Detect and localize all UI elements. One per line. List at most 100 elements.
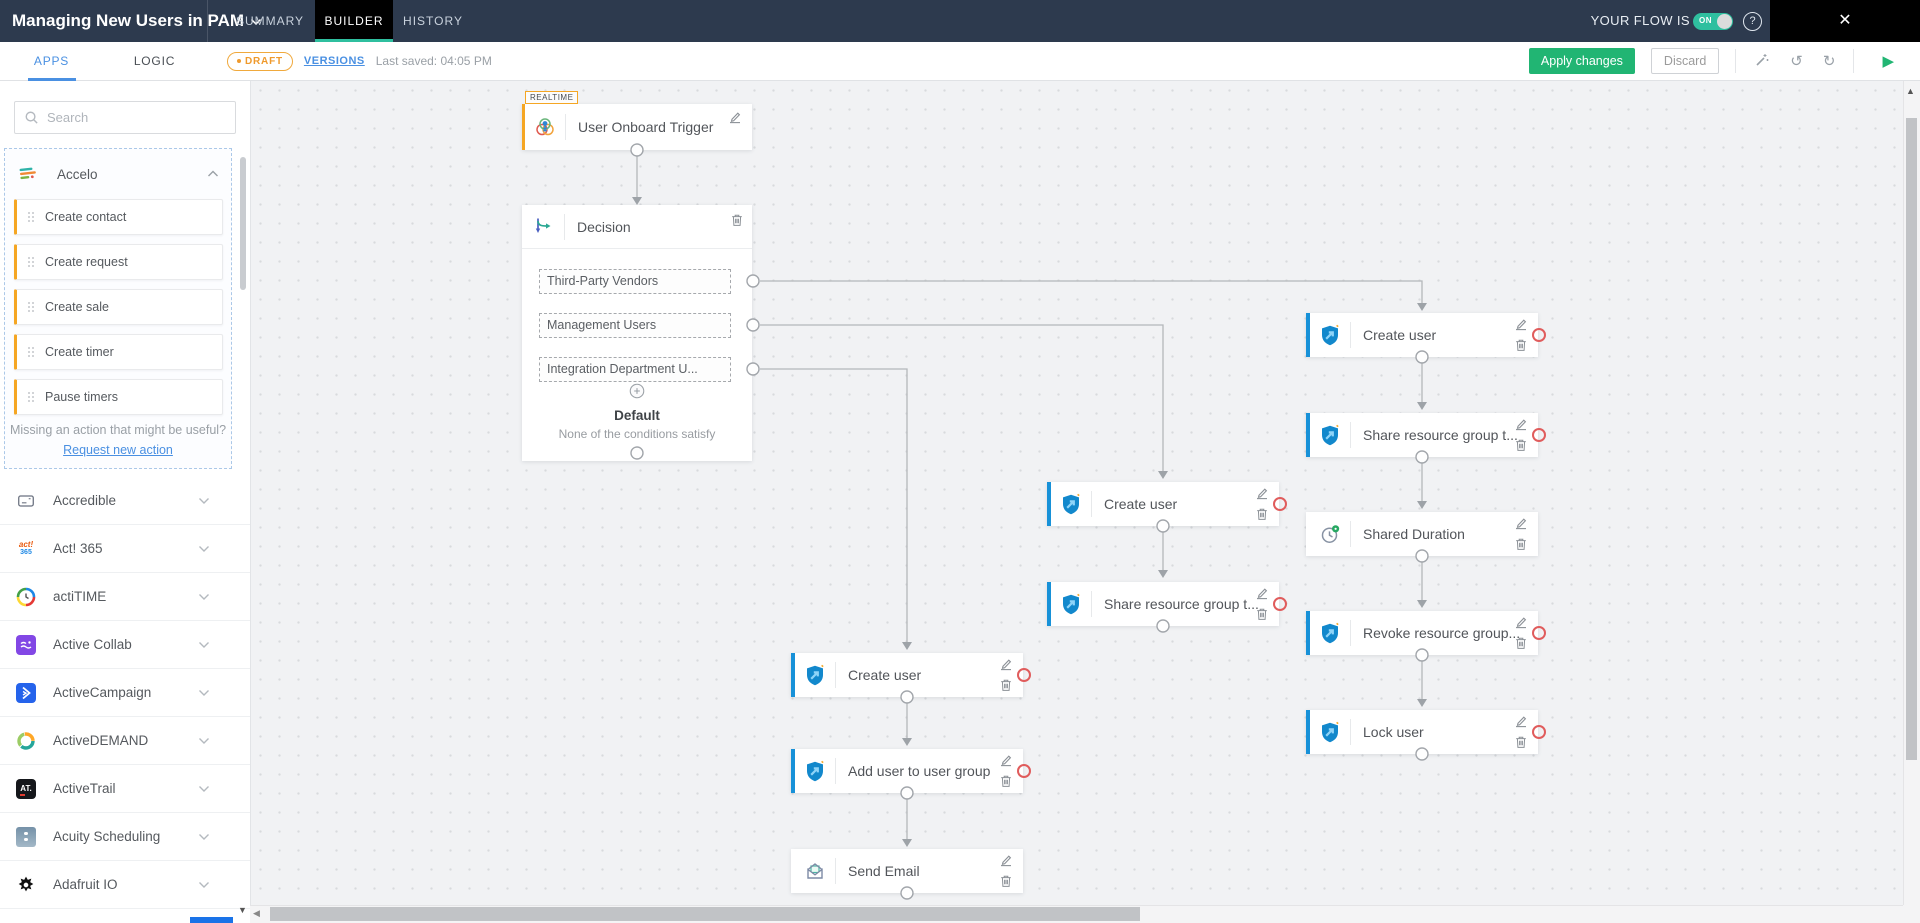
- delete-icon[interactable]: [1514, 338, 1528, 357]
- branch-third-party-vendors[interactable]: Third-Party Vendors: [539, 269, 731, 294]
- sidebar-tab-logic[interactable]: LOGIC: [133, 54, 176, 68]
- tab-builder[interactable]: BUILDER: [315, 0, 393, 42]
- drag-handle-icon: [27, 211, 35, 223]
- canvas-scroll-left-icon[interactable]: ◀: [253, 908, 260, 918]
- app-name: ActiveCampaign: [53, 685, 152, 700]
- securden-shield-icon: [1310, 424, 1350, 446]
- edit-icon[interactable]: [999, 657, 1013, 676]
- edit-icon[interactable]: [1514, 417, 1528, 436]
- canvas-scroll-up-icon[interactable]: ▲: [1906, 86, 1915, 96]
- add-branch-icon[interactable]: [629, 383, 645, 399]
- search-input[interactable]: [47, 110, 217, 125]
- node-label: Create user: [1104, 496, 1178, 512]
- error-indicator: [1532, 626, 1546, 640]
- accelo-logo-icon: [19, 167, 36, 180]
- delete-icon[interactable]: [999, 678, 1013, 697]
- close-icon[interactable]: ✕: [1770, 0, 1920, 42]
- delete-icon[interactable]: [1255, 507, 1269, 526]
- app-row-activetrail[interactable]: AT. ActiveTrail: [0, 765, 250, 813]
- delete-icon[interactable]: [1514, 438, 1528, 457]
- node-shared-duration[interactable]: Shared Duration: [1306, 512, 1538, 556]
- edit-icon[interactable]: [1514, 516, 1528, 535]
- flow-title-dropdown[interactable]: Managing New Users in PAM: [12, 0, 262, 42]
- sidebar-scrollbar-thumb[interactable]: [240, 157, 246, 290]
- edit-icon[interactable]: [728, 110, 742, 129]
- action-label: Create sale: [45, 300, 109, 314]
- node-share-resource-group[interactable]: Share resource group t...: [1047, 582, 1287, 626]
- accelo-app-header[interactable]: Accelo: [5, 159, 231, 189]
- drag-handle-icon: [27, 256, 35, 268]
- securden-shield-icon: [1310, 324, 1350, 346]
- canvas-hscrollbar-thumb[interactable]: [270, 907, 1140, 921]
- redo-icon[interactable]: ↻: [1822, 52, 1836, 70]
- node-create-user[interactable]: Create user: [791, 653, 1031, 697]
- delete-icon[interactable]: [1255, 607, 1269, 626]
- sidebar-scroll-down-icon[interactable]: ▼: [238, 905, 247, 915]
- versions-link[interactable]: VERSIONS: [303, 55, 365, 67]
- request-new-action-link[interactable]: Request new action: [63, 443, 173, 457]
- sidebar-hscroll-thumb[interactable]: [190, 917, 233, 923]
- help-icon[interactable]: ?: [1743, 12, 1762, 31]
- delete-icon[interactable]: [999, 874, 1013, 893]
- node-label: Lock user: [1363, 724, 1424, 740]
- node-create-user[interactable]: Create user: [1047, 482, 1287, 526]
- search-box: [14, 101, 236, 134]
- node-lock-user[interactable]: Lock user: [1306, 710, 1546, 754]
- action-label: Create contact: [45, 210, 127, 224]
- decision-header: Decision: [522, 205, 752, 249]
- apply-changes-button[interactable]: Apply changes: [1528, 48, 1635, 74]
- app-row-activecampaign[interactable]: ActiveCampaign: [0, 669, 250, 717]
- app-row-activedemand[interactable]: ActiveDEMAND: [0, 717, 250, 765]
- decision-branch-icon: [522, 215, 564, 239]
- tab-history[interactable]: HISTORY: [403, 14, 463, 28]
- edit-icon[interactable]: [999, 853, 1013, 872]
- action-create-sale[interactable]: Create sale: [14, 289, 223, 325]
- magic-wand-icon[interactable]: [1752, 50, 1772, 73]
- node-share-resource-group[interactable]: Share resource group t...: [1306, 413, 1546, 457]
- node-create-user[interactable]: Create user: [1306, 313, 1546, 357]
- node-add-user-to-user-group[interactable]: Add user to user group: [791, 749, 1031, 793]
- node-send-email[interactable]: Send Email: [791, 849, 1023, 893]
- branch-integration-department[interactable]: Integration Department U...: [539, 357, 731, 382]
- toggle-state-label: ON: [1699, 16, 1712, 25]
- edit-icon[interactable]: [1255, 486, 1269, 505]
- delete-icon[interactable]: [730, 213, 744, 232]
- app-row-adafruit-io[interactable]: Adafruit IO: [0, 861, 250, 909]
- chevron-down-icon: [198, 737, 210, 745]
- delete-icon[interactable]: [1514, 537, 1528, 556]
- node-revoke-resource-group[interactable]: Revoke resource group...: [1306, 611, 1546, 655]
- edit-icon[interactable]: [1255, 586, 1269, 605]
- sidebar-tab-apps[interactable]: APPS: [0, 42, 103, 81]
- edit-icon[interactable]: [999, 753, 1013, 772]
- undo-icon[interactable]: ↺: [1790, 52, 1803, 70]
- run-flow-button[interactable]: ▶: [1870, 54, 1906, 69]
- app-row-actitime[interactable]: actiTIME: [0, 573, 250, 621]
- flow-on-off-toggle[interactable]: ON: [1693, 13, 1733, 30]
- app-row-accredible[interactable]: Accredible: [0, 477, 250, 525]
- discard-button[interactable]: Discard: [1650, 48, 1720, 74]
- delete-icon[interactable]: [999, 774, 1013, 793]
- app-row-acuity-scheduling[interactable]: Acuity Scheduling: [0, 813, 250, 861]
- action-create-contact[interactable]: Create contact: [14, 199, 223, 235]
- tab-summary[interactable]: SUMMARY: [235, 14, 305, 28]
- delete-icon[interactable]: [1514, 636, 1528, 655]
- delete-icon[interactable]: [1514, 735, 1528, 754]
- action-pause-timers[interactable]: Pause timers: [14, 379, 223, 415]
- actitime-logo-icon: [16, 587, 36, 607]
- edit-icon[interactable]: [1514, 714, 1528, 733]
- canvas-vscrollbar-thumb[interactable]: [1906, 118, 1917, 760]
- toggle-knob: [1717, 14, 1732, 29]
- edit-icon[interactable]: [1514, 615, 1528, 634]
- app-row-act365[interactable]: act!365 Act! 365: [0, 525, 250, 573]
- edit-icon[interactable]: [1514, 317, 1528, 336]
- default-branch-subtitle: None of the conditions satisfy: [558, 427, 716, 441]
- action-create-timer[interactable]: Create timer: [14, 334, 223, 370]
- error-indicator: [1017, 764, 1031, 778]
- chevron-down-icon: [198, 833, 210, 841]
- action-create-request[interactable]: Create request: [14, 244, 223, 280]
- node-user-onboard-trigger[interactable]: User Onboard Trigger: [522, 104, 752, 150]
- app-row-activecollab[interactable]: Active Collab: [0, 621, 250, 669]
- flow-title: Managing New Users in PAM: [12, 11, 245, 30]
- branch-management-users[interactable]: Management Users: [539, 313, 731, 338]
